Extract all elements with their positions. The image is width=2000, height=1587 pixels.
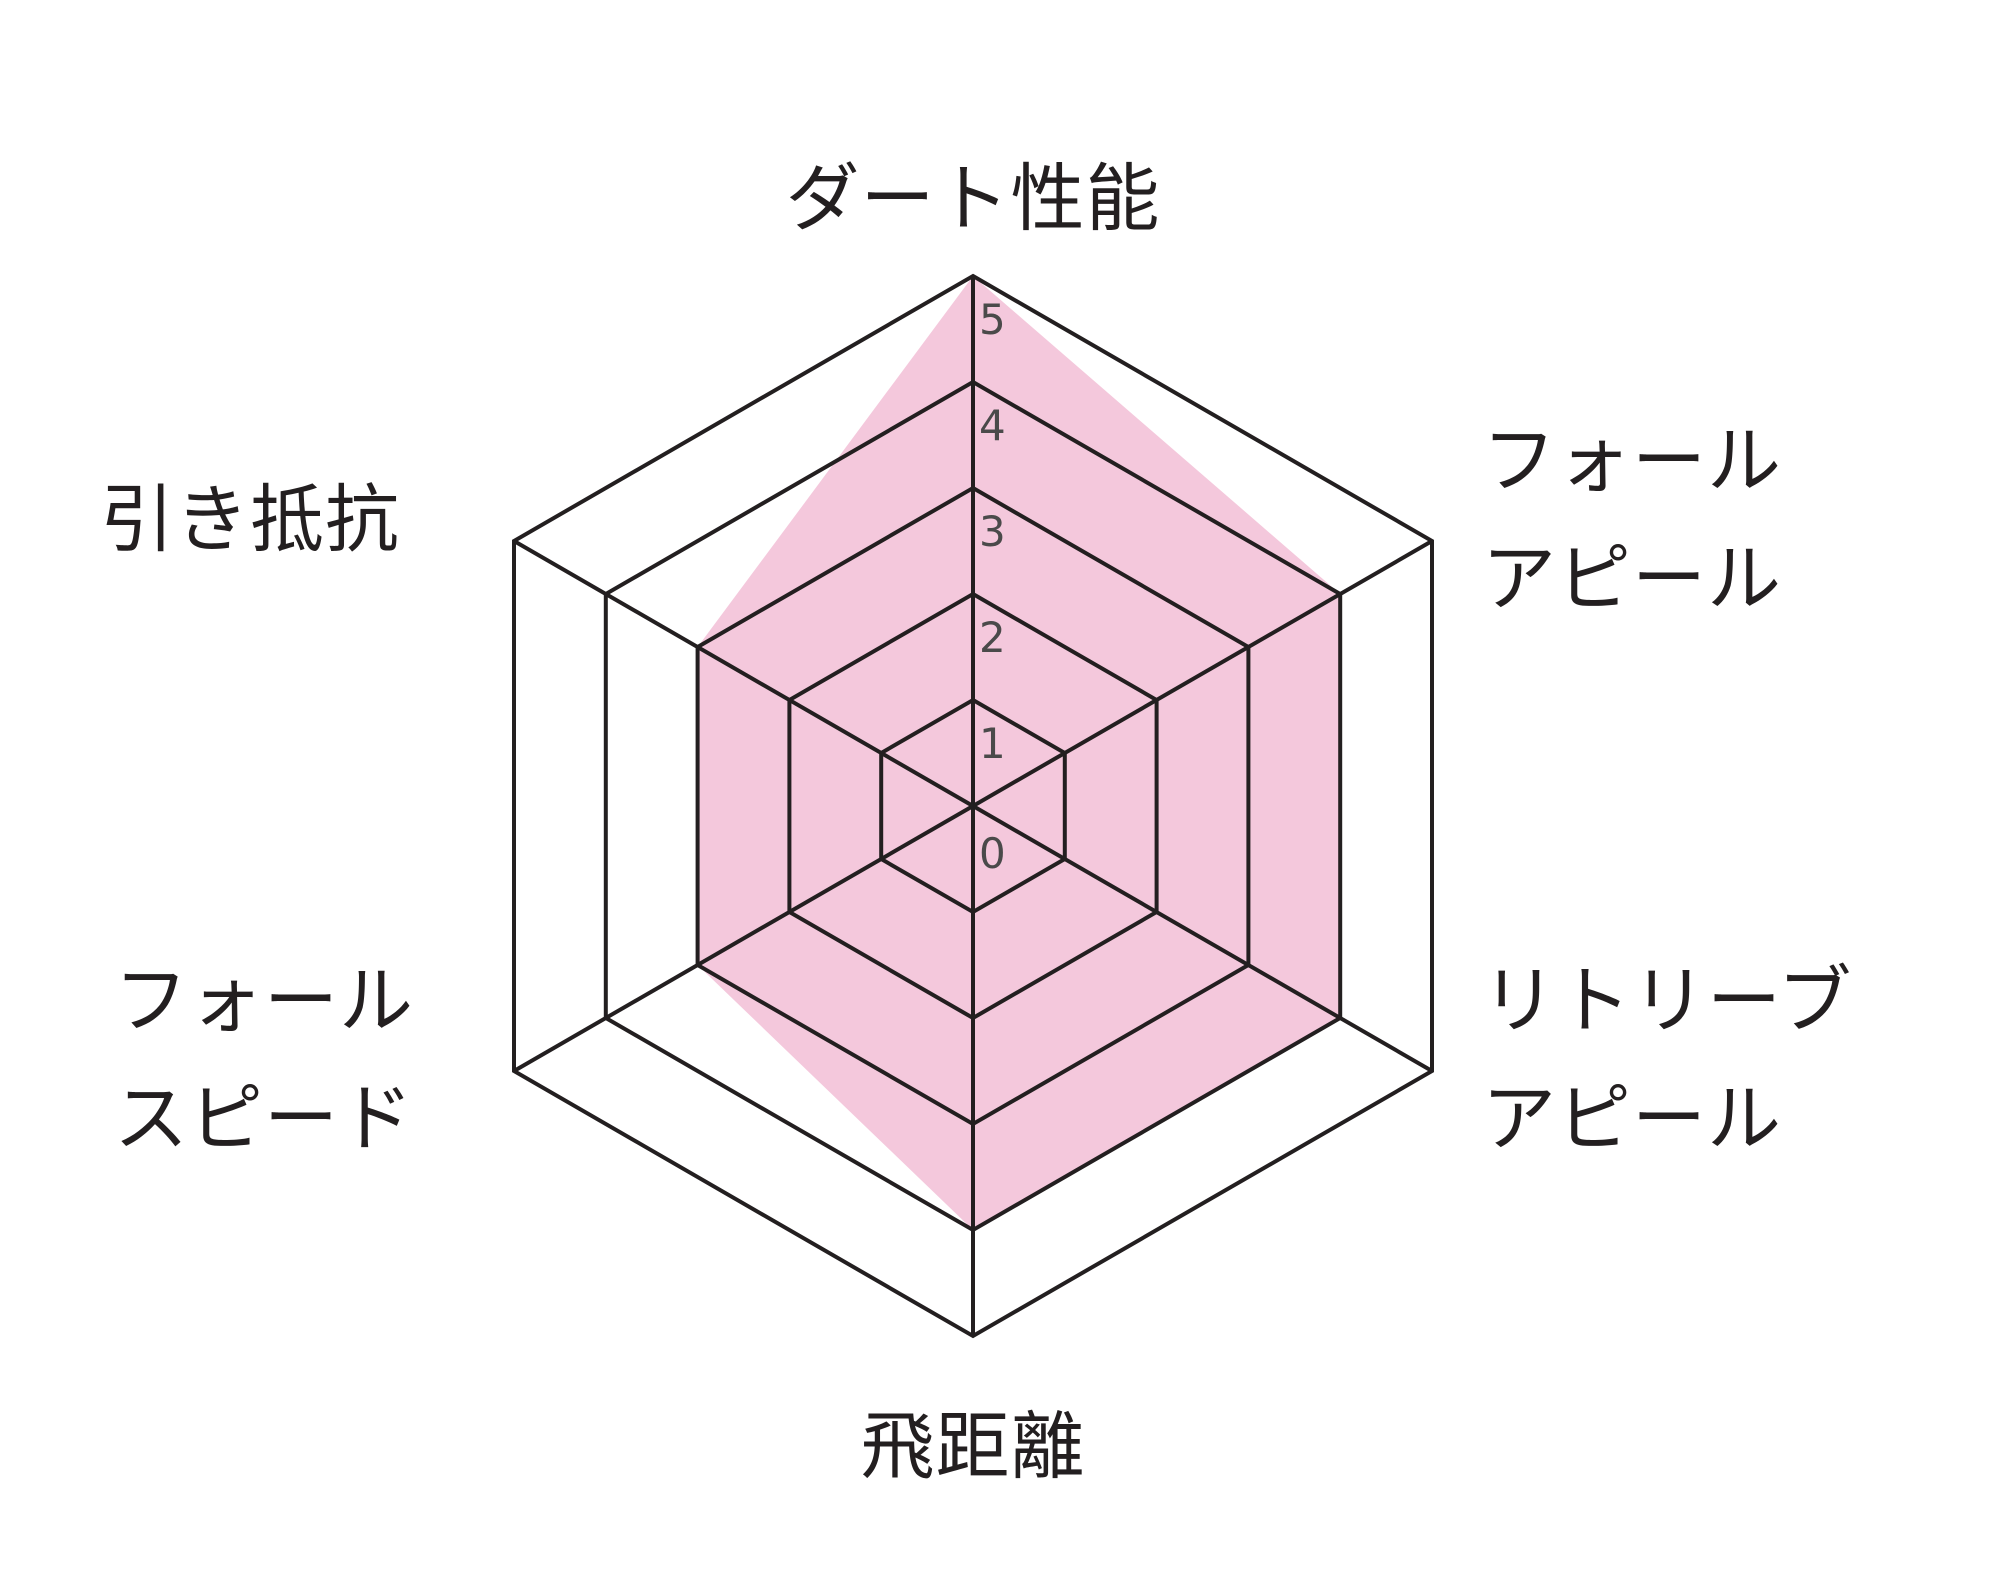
- tick-label-2: 2: [979, 613, 1006, 662]
- tick-label-0: 0: [979, 829, 1006, 878]
- data-area-layer: [697, 276, 1341, 1230]
- axis-label-resistance-line-1: 引き抵抗: [100, 477, 400, 563]
- axis-label-fall_speed-line-2: スピード: [114, 1076, 414, 1162]
- tick-label-4: 4: [979, 401, 1006, 450]
- axis-label-resistance: 引き抵抗: [100, 477, 400, 563]
- axis-label-distance: 飛距離: [861, 1404, 1086, 1490]
- axis-label-fall_speed-line-1: フォール: [114, 958, 414, 1044]
- axis-label-distance-line-1: 飛距離: [861, 1404, 1086, 1490]
- tick-label-1: 1: [979, 719, 1006, 768]
- axis-label-dart-line-1: ダート性能: [786, 156, 1161, 242]
- spoke-retrieve_appeal: [972, 804, 1433, 1073]
- axis-label-retrieve_appeal-line-1: リトリーブ: [1482, 958, 1853, 1044]
- axis-label-dart: ダート性能: [786, 156, 1161, 242]
- axis-label-retrieve_appeal: リトリーブアピール: [1482, 958, 1853, 1162]
- tick-label-3: 3: [979, 507, 1006, 556]
- axis-label-fall_speed: フォールスピード: [114, 958, 414, 1162]
- axis-label-fall_appeal-line-1: フォール: [1482, 418, 1782, 504]
- tick-label-layer: 0 1 2 3 4 5: [979, 295, 1006, 878]
- axis-label-retrieve_appeal-line-2: アピール: [1482, 1076, 1782, 1162]
- data-area-polygon: [697, 276, 1341, 1230]
- grid-layer: [512, 273, 1434, 1339]
- axis-label-fall_appeal: フォールアピール: [1482, 418, 1782, 622]
- spoke-fall_appeal: [972, 539, 1433, 808]
- tick-label-5: 5: [979, 295, 1006, 344]
- axis-label-fall_appeal-line-2: アピール: [1482, 536, 1782, 622]
- spoke-resistance: [513, 539, 974, 808]
- spoke-fall_speed: [513, 804, 974, 1073]
